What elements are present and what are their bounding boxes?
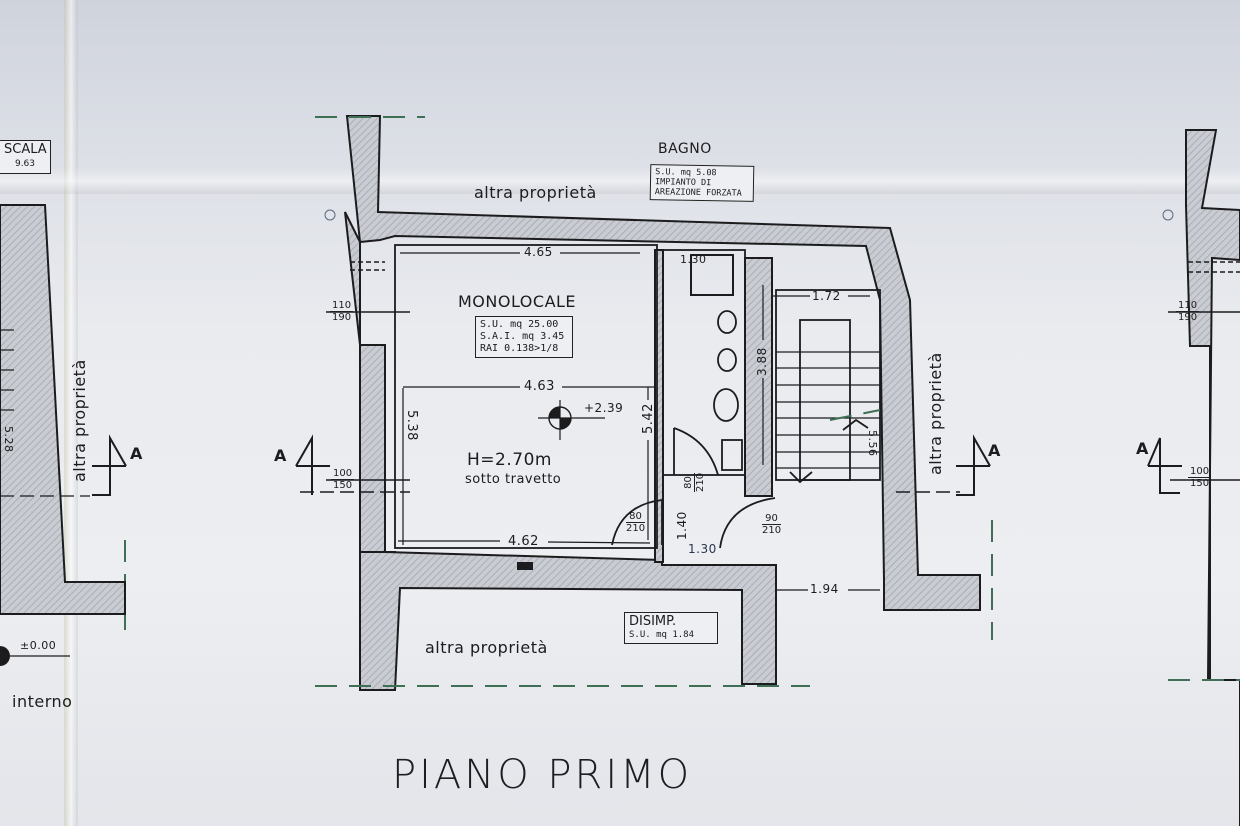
- section-marker-a-left: A: [274, 446, 287, 465]
- dim-stair-height: 5.56: [866, 430, 879, 457]
- scala-info-box: SCALA 9.63: [0, 140, 51, 174]
- left-sheet-dimension: 5.28: [2, 426, 15, 453]
- dim-left-height: 5.38: [404, 410, 419, 441]
- section-marker-a-left-sheet: A: [130, 444, 143, 463]
- neighbor-label-top: altra proprietà: [474, 183, 597, 202]
- monolocale-info-box: S.U. mq 25.00 S.A.I. mq 3.45 RAI 0.138>1…: [475, 316, 573, 358]
- radiator-symbol: [517, 562, 533, 570]
- monolocale-su: S.U. mq 25.00: [480, 319, 559, 330]
- dim-disimp-depth: 1.40: [675, 511, 689, 540]
- section-marker-a-right-sheet: A: [1136, 439, 1149, 458]
- monolocale-room-name: MONOLOCALE: [458, 292, 577, 311]
- left-sheet-elevation: ±0.00: [20, 639, 57, 652]
- scala-label: SCALA: [4, 142, 47, 157]
- neighbor-label-right: altra proprietà: [926, 352, 945, 475]
- paper-fold-left: [64, 0, 78, 826]
- bagno-room-name: BAGNO: [658, 141, 712, 157]
- disimpegno-su: S.U. mq 1.84: [629, 630, 695, 640]
- section-markers: [92, 434, 1182, 496]
- disimpegno-name: DISIMP.: [629, 614, 677, 629]
- ceiling-height: H=2.70m: [467, 450, 552, 470]
- dim-right-height: 5.42: [641, 403, 656, 434]
- floor-elevation: +2.39: [584, 401, 624, 415]
- dim-stair-width: 1.72: [812, 289, 841, 303]
- monolocale-sai: S.A.I. mq 3.45: [480, 331, 565, 342]
- ceiling-height-note: sotto travetto: [465, 472, 562, 487]
- section-marker-a-right: A: [988, 441, 1001, 460]
- dim-landing-width: 1.94: [810, 582, 839, 596]
- scala-value: 9.63: [14, 159, 36, 169]
- neighbor-label-bottom: altra proprietà: [425, 638, 548, 657]
- neighbor-label-left-sheet: altra proprietà: [70, 359, 89, 482]
- drawing-title: PIANO PRIMO: [392, 752, 693, 798]
- dim-mid-width: 4.63: [524, 379, 555, 394]
- dim-top-width: 4.65: [524, 245, 553, 259]
- disimpegno-info-box: DISIMP. S.U. mq 1.84: [624, 612, 718, 644]
- monolocale-rai: RAI 0.138>1/8: [480, 343, 559, 354]
- dim-bottom-width: 4.62: [508, 534, 539, 549]
- dim-disimp-width: 1.30: [688, 542, 717, 556]
- dim-bath-width: 1.30: [680, 253, 707, 266]
- left-sheet-interno: interno: [12, 692, 73, 711]
- bagno-note-2: AREAZIONE FORZATA: [654, 187, 742, 199]
- bagno-info-box: S.U. mq 5.08 IMPIANTO DI AREAZIONE FORZA…: [649, 164, 755, 202]
- dim-bath-height: 3.88: [755, 347, 769, 376]
- paper-fold-horizontal: [0, 168, 1240, 194]
